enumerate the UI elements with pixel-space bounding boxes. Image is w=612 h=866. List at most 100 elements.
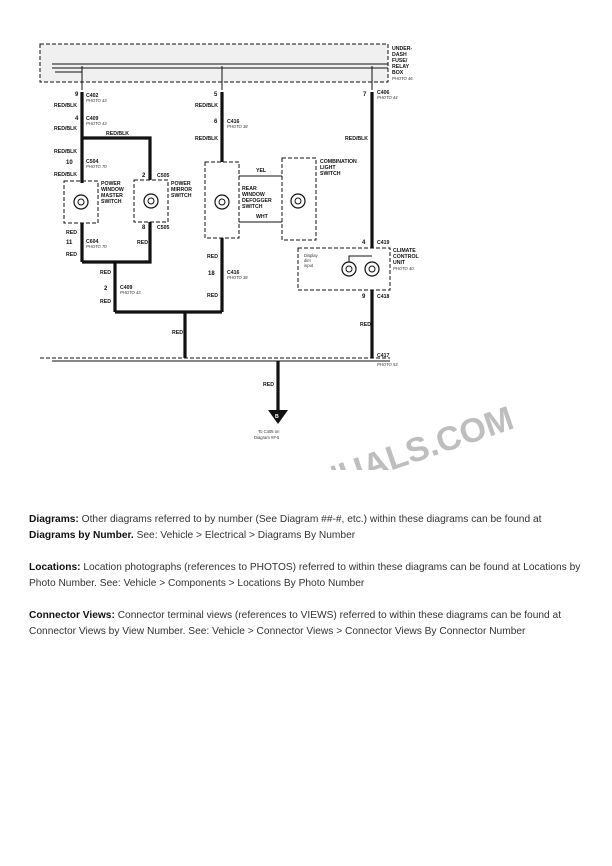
c406-label: C406 <box>377 90 390 96</box>
c504-label: C504 <box>86 159 99 165</box>
wire-red-10: RED <box>263 382 274 388</box>
c402-photo: PHOTO 43 <box>86 98 107 103</box>
c418-pin: 9 <box>362 294 366 300</box>
wire-red-7: RED <box>207 293 218 299</box>
lower-left-wiring: 11 C604 PHOTO 70 RED RED RED RED 2 C409 … <box>66 222 222 314</box>
climate-input-2: dim <box>304 258 311 263</box>
wire-red-blk-4: RED/BLK <box>54 149 77 155</box>
climate-input-3: input <box>304 263 314 268</box>
defogger-label-2: WINDOW <box>242 192 265 198</box>
wire-yel: YEL <box>256 168 267 174</box>
defogger-label-4: SWITCH <box>242 204 263 210</box>
combo-switch-label-1: COMBINATION <box>320 159 357 165</box>
c504-pin: 10 <box>66 160 73 166</box>
wire-red-4: RED <box>100 270 111 276</box>
ground-letter: B <box>275 414 279 420</box>
note-diagrams-title2: Diagrams by Number. <box>29 530 134 541</box>
defogger-label-3: DEFOGGER <box>242 198 272 204</box>
master-switch-label-1: POWER <box>101 181 121 187</box>
note-diagrams-text2: See: Vehicle > Electrical > Diagrams By … <box>133 530 356 541</box>
note-connector-views-text: Connector terminal views (references to … <box>29 610 562 637</box>
defogger-label-1: REAR <box>242 186 257 192</box>
ground-bus: C417 PHOTO 53 RED B To C405 on Diagram #… <box>40 353 398 440</box>
c417-photo: PHOTO 53 <box>377 362 398 367</box>
master-switch-label-2: WINDOW <box>101 187 124 193</box>
ground-arrow-icon <box>268 410 288 424</box>
wire-red-8: RED <box>172 330 183 336</box>
wire-red-blk-3: RED/BLK <box>106 131 129 137</box>
c505-top-label: C505 <box>157 173 170 179</box>
wiring-diagram: UNDER- DASH FUSE/ RELAY BOX PHOTO 46 9 C… <box>39 43 519 470</box>
mirror-switch-label-1: POWER <box>171 181 191 187</box>
fuse-pin-right: 7 <box>363 92 367 98</box>
combination-light-switch: YEL WHT COMBINATION LIGHT SWITCH <box>239 157 357 241</box>
c416-bot-label: C416 <box>227 270 240 276</box>
c417-label: C417 <box>377 353 390 359</box>
c419-label: C419 <box>377 240 390 246</box>
climate-label-3: UNIT <box>393 260 406 266</box>
fuse-box-label-1: UNDER- <box>392 46 412 52</box>
note-diagrams: Diagrams: Other diagrams referred to by … <box>29 512 589 544</box>
climate-label-1: CLIMATE <box>393 248 416 254</box>
power-mirror-switch: 2 C505 POWER MIRROR SWITCH 8 C505 <box>133 173 192 231</box>
climate-photo: PHOTO 40 <box>393 266 414 271</box>
watermark: E EVERYMANUALS.COM <box>154 399 519 470</box>
c409-bot-photo: PHOTO 43 <box>120 290 141 295</box>
climate-control-unit: Display dim input CLIMATE CONTROL UNIT P… <box>297 247 419 358</box>
wire-red-blk-1: RED/BLK <box>54 103 77 109</box>
fuse-relay-box: UNDER- DASH FUSE/ RELAY BOX PHOTO 46 <box>39 43 413 83</box>
c505-bot-label: C505 <box>157 225 170 231</box>
combo-switch-label-2: LIGHT <box>320 165 336 171</box>
fuse-box-label-3: FUSE/ <box>392 58 408 64</box>
wire-red-blk-8: RED/BLK <box>345 136 368 142</box>
fuse-box-label-4: RELAY <box>392 64 410 70</box>
fuse-pin-left: 9 <box>75 92 79 98</box>
master-switch-label-3: MASTER <box>101 193 123 199</box>
ground-ref-2: Diagram ##-5 <box>254 435 280 440</box>
notes: Diagrams: Other diagrams referred to by … <box>29 512 589 656</box>
mirror-switch-label-2: MIRROR <box>171 187 192 193</box>
c504-photo: PHOTO 70 <box>86 164 107 169</box>
note-connector-views: Connector Views: Connector terminal view… <box>29 608 589 640</box>
fuse-feed-wires <box>55 66 373 90</box>
wire-red-3: RED <box>137 240 148 246</box>
note-locations: Locations: Location photographs (referen… <box>29 560 589 592</box>
wire-red-1: RED <box>66 230 77 236</box>
c409-top-photo: PHOTO 43 <box>86 121 107 126</box>
master-switch-label-4: SWITCH <box>101 199 122 205</box>
middle-branch: 5 RED/BLK 6 C416 PHOTO 38 RED/BLK REAR W… <box>172 92 272 358</box>
wire-red-5: RED <box>100 299 111 305</box>
c505-top-pin: 2 <box>142 173 146 179</box>
c416-bot-photo: PHOTO 38 <box>227 275 248 280</box>
note-locations-title: Locations: <box>29 562 81 573</box>
fuse-pin-mid: 5 <box>214 92 218 98</box>
climate-input-1: Display <box>304 253 319 258</box>
c505-bot-pin: 8 <box>142 225 146 231</box>
mirror-switch-label-3: SWITCH <box>171 193 192 199</box>
wire-wht: WHT <box>256 214 269 220</box>
c416-top-photo: PHOTO 38 <box>227 124 248 129</box>
power-window-master-switch: POWER WINDOW MASTER SWITCH <box>63 180 124 224</box>
note-diagrams-text: Other diagrams referred to by number (Se… <box>78 514 542 525</box>
c419-pin: 4 <box>362 240 366 246</box>
c409-top-label: C409 <box>86 116 99 122</box>
c416-bot-pin: 18 <box>208 271 215 277</box>
c409-bot-label: C409 <box>120 285 133 291</box>
wire-red-blk-7: RED/BLK <box>195 136 218 142</box>
c406-photo: PHOTO 44 <box>377 95 398 100</box>
note-connector-views-title: Connector Views: <box>29 610 115 621</box>
c416-top-label: C416 <box>227 119 240 125</box>
wire-red-blk-2: RED/BLK <box>54 126 77 132</box>
wire-red-2: RED <box>66 252 77 258</box>
left-branch: 9 C402 PHOTO 43 RED/BLK 4 C409 PHOTO 43 … <box>54 92 152 183</box>
c604-label: C604 <box>86 239 99 245</box>
c604-photo: PHOTO 70 <box>86 244 107 249</box>
climate-label-2: CONTROL <box>393 254 419 260</box>
c418-label: C418 <box>377 294 390 300</box>
watermark-text: EVERYMANUALS.COM <box>154 399 519 470</box>
fuse-box-label-5: BOX <box>392 70 404 76</box>
combo-switch-label-3: SWITCH <box>320 171 341 177</box>
wire-red-6: RED <box>207 254 218 260</box>
c416-top-pin: 6 <box>214 119 218 125</box>
c409-bot-pin: 2 <box>104 286 108 292</box>
